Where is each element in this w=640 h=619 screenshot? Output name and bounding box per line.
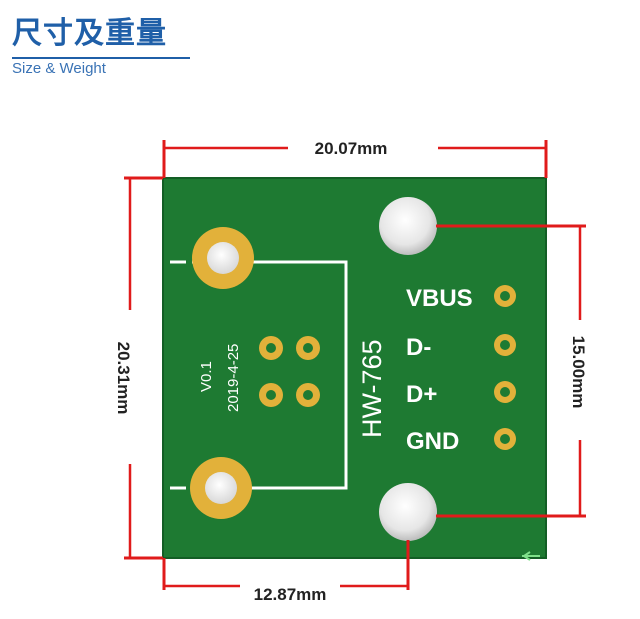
dimension-bottom xyxy=(162,540,410,590)
date-label: 2019-4-25 xyxy=(225,344,242,412)
mounting-pad-bottom xyxy=(190,457,252,519)
pin-label-dplus: D+ xyxy=(406,381,437,408)
dimension-right-label: 15.00mm xyxy=(569,336,588,409)
dimension-top xyxy=(162,140,548,178)
dimension-top-label: 20.07mm xyxy=(315,139,388,158)
dimension-bottom-label: 12.87mm xyxy=(254,585,327,604)
dimension-left xyxy=(124,176,163,560)
title-underline xyxy=(12,57,190,59)
pin-pads xyxy=(494,285,516,450)
pin-label-vbus: VBUS xyxy=(406,285,473,312)
dimension-right xyxy=(436,224,586,518)
corner-mark xyxy=(522,551,540,561)
page-subtitle: Size & Weight xyxy=(12,60,106,77)
pin-label-dminus: D- xyxy=(406,334,431,361)
signal-pads xyxy=(259,336,320,407)
dimension-left-label: 20.31mm xyxy=(114,342,133,415)
model-label: HW-765 xyxy=(357,339,387,438)
pin-label-gnd: GND xyxy=(406,428,459,455)
connector-outline xyxy=(192,260,348,490)
page-title: 尺寸及重量 xyxy=(12,16,167,51)
mounting-hole-top xyxy=(379,197,437,255)
mounting-hole-bottom xyxy=(379,483,437,541)
version-label: V0.1 xyxy=(198,361,215,392)
mounting-pad-top xyxy=(192,227,254,289)
header: 尺寸及重量 Size & Weight xyxy=(12,14,190,77)
